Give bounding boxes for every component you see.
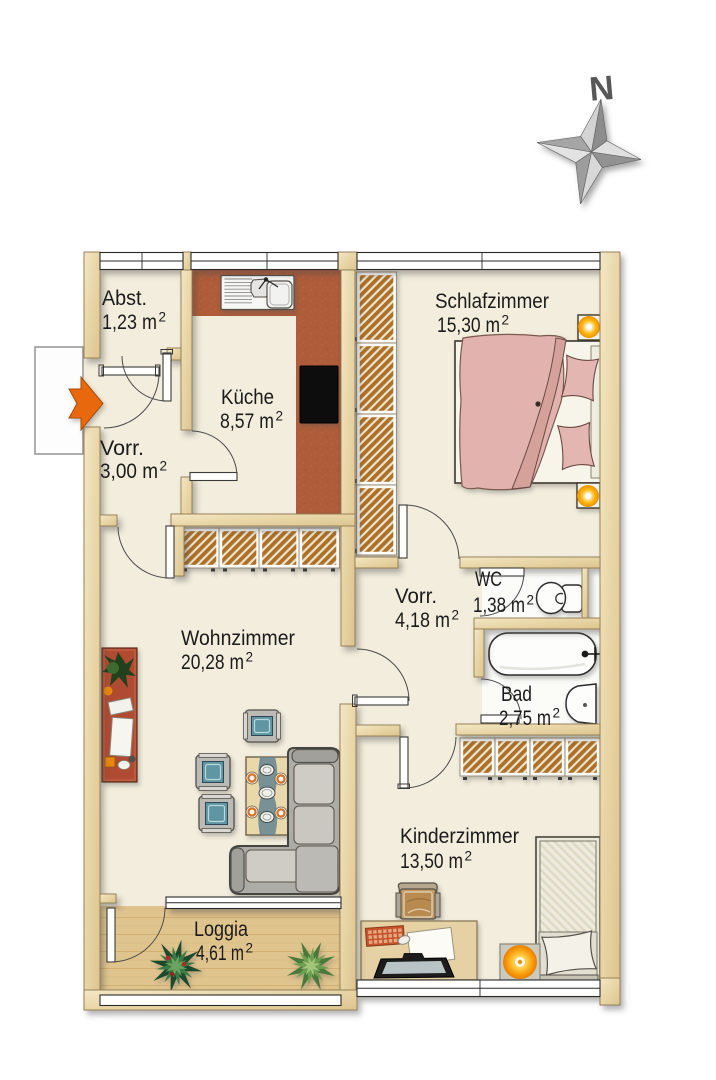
svg-text:4,61 m: 4,61 m bbox=[196, 941, 244, 965]
svg-text:1,23 m: 1,23 m bbox=[102, 310, 157, 334]
svg-text:13,50 m: 13,50 m bbox=[400, 849, 463, 873]
svg-text:Bad: Bad bbox=[501, 682, 532, 706]
svg-text:2,75 m: 2,75 m bbox=[499, 706, 551, 730]
svg-text:2: 2 bbox=[527, 593, 535, 608]
svg-text:2: 2 bbox=[160, 459, 168, 474]
svg-text:8,57 m: 8,57 m bbox=[220, 409, 274, 433]
svg-text:2: 2 bbox=[553, 706, 561, 721]
svg-text:1,38 m: 1,38 m bbox=[473, 593, 525, 617]
svg-text:20,28 m: 20,28 m bbox=[181, 650, 244, 674]
svg-text:4,18 m: 4,18 m bbox=[395, 608, 450, 632]
svg-text:2: 2 bbox=[452, 608, 460, 623]
svg-text:2: 2 bbox=[276, 409, 284, 424]
svg-text:Kinderzimmer: Kinderzimmer bbox=[400, 824, 519, 848]
svg-text:Loggia: Loggia bbox=[194, 917, 248, 941]
svg-text:Schlafzimmer: Schlafzimmer bbox=[435, 289, 549, 313]
svg-text:2: 2 bbox=[159, 310, 167, 325]
svg-text:N: N bbox=[588, 69, 616, 109]
svg-text:2: 2 bbox=[246, 650, 254, 665]
svg-text:Vorr.: Vorr. bbox=[395, 584, 437, 608]
svg-text:WC: WC bbox=[475, 567, 502, 591]
svg-text:2: 2 bbox=[465, 849, 473, 864]
svg-text:2: 2 bbox=[246, 941, 254, 956]
svg-text:15,30 m: 15,30 m bbox=[437, 313, 500, 337]
svg-text:2: 2 bbox=[502, 313, 510, 328]
svg-text:3,00 m: 3,00 m bbox=[100, 459, 158, 483]
svg-text:Vorr.: Vorr. bbox=[100, 436, 144, 460]
svg-text:Abst.: Abst. bbox=[102, 286, 147, 310]
svg-text:Küche: Küche bbox=[221, 385, 274, 409]
svg-text:Wohnzimmer: Wohnzimmer bbox=[181, 626, 295, 650]
